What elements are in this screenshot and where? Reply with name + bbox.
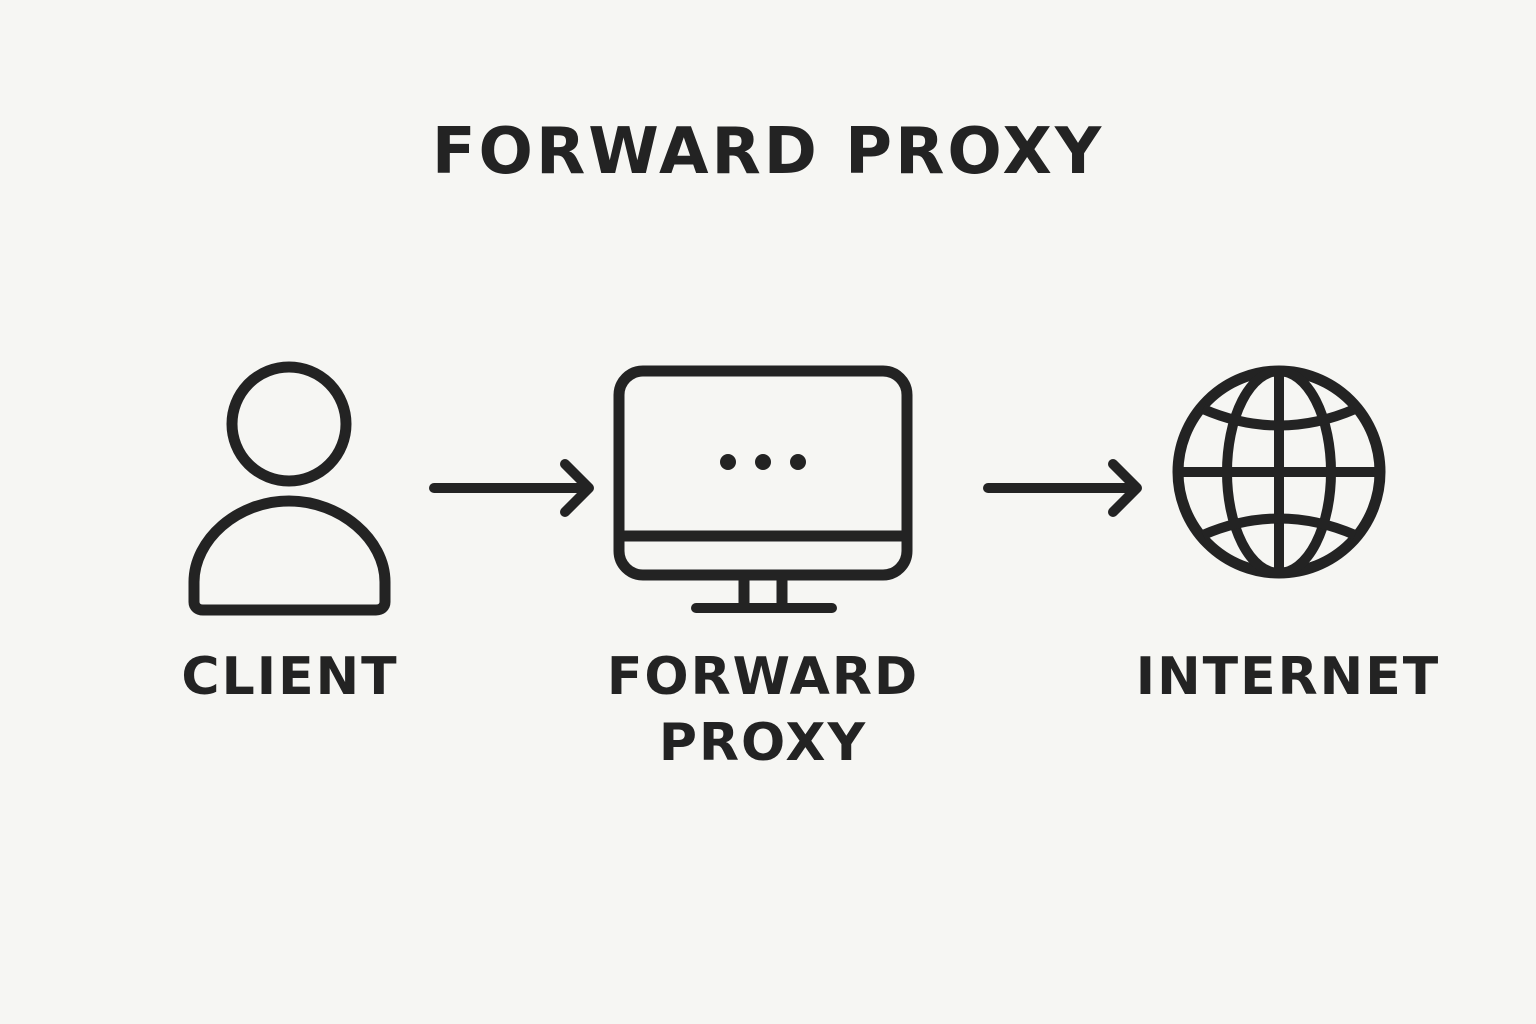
globe-icon — [1172, 365, 1386, 579]
arrow-client-to-proxy — [428, 458, 603, 518]
client-label: CLIENT — [181, 647, 399, 707]
forward-proxy-label-line-2: PROXY — [658, 713, 868, 773]
forward-proxy-label-line-1: FORWARD — [606, 647, 920, 707]
internet-node — [1170, 362, 1390, 584]
diagram-title: FORWARD PROXY — [431, 115, 1105, 189]
person-icon — [188, 361, 391, 616]
monitor-icon — [613, 365, 913, 613]
client-node — [170, 360, 410, 620]
arrow-right-icon — [429, 459, 594, 517]
forward-proxy-label: FORWARD PROXY — [563, 644, 963, 776]
arrow-right-icon — [983, 459, 1142, 517]
arrow-proxy-to-internet — [982, 458, 1157, 518]
proxy-node — [608, 360, 918, 622]
internet-label: INTERNET — [1135, 647, 1441, 707]
